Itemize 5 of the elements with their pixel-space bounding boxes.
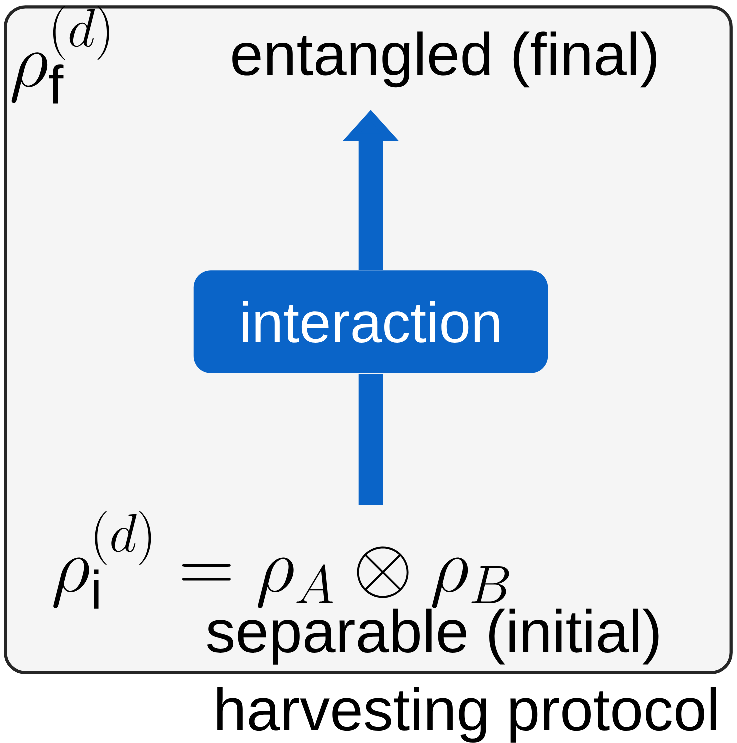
protocol-heading: harvesting protocol xyxy=(218,687,716,743)
process-box: interaction xyxy=(194,270,548,374)
state-label: $\rho_{\mathrm{f}}^{(d)}$ entangled (final) xyxy=(12,6,656,104)
state-label: $\rho_{\mathrm{i}}^{(d)} = \rho_A \otimes \rho_B$ separable (initial) xyxy=(54,511,659,665)
protocol-box xyxy=(4,6,733,674)
